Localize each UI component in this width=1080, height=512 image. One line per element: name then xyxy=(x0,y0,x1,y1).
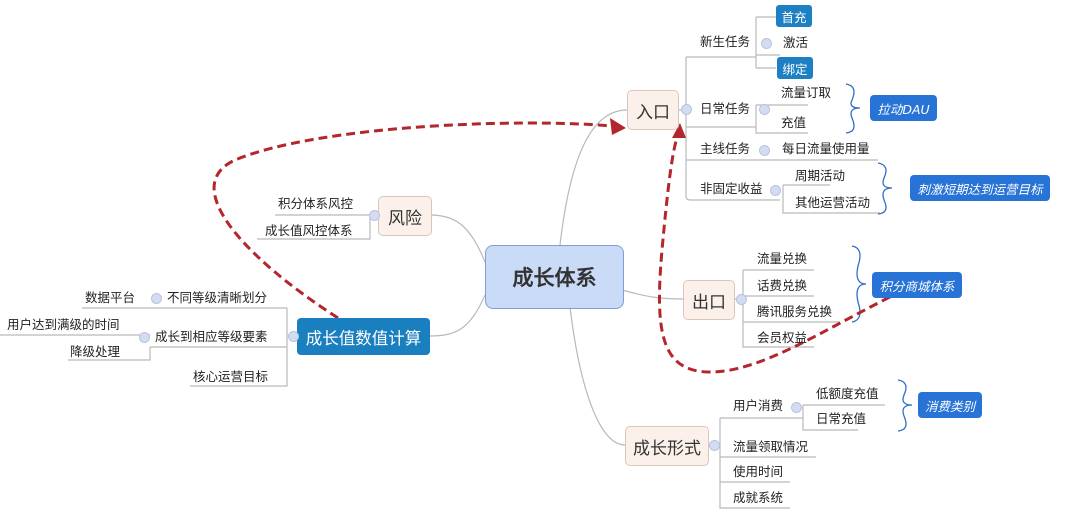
node-achievement[interactable]: 成就系统 xyxy=(733,490,784,505)
node-entry[interactable]: 入口 xyxy=(627,90,679,130)
node-first-charge[interactable]: 首充 xyxy=(776,5,812,27)
node-level-elements[interactable]: 成长到相应等级要素 xyxy=(155,329,268,344)
node-daily-traffic-usage[interactable]: 每日流量使用量 xyxy=(782,141,870,156)
node-other-activity[interactable]: 其他运营活动 xyxy=(795,195,871,210)
node-user-consumption[interactable]: 用户消费 xyxy=(733,398,784,413)
node-daily-task[interactable]: 日常任务 xyxy=(700,101,751,116)
collapse-icon[interactable] xyxy=(681,104,692,115)
node-points-risk[interactable]: 积分体系风控 xyxy=(278,196,354,211)
node-traffic-claim[interactable]: 流量领取情况 xyxy=(733,439,809,454)
arrowhead-icon xyxy=(610,118,626,135)
collapse-icon[interactable] xyxy=(759,104,770,115)
node-low-recharge[interactable]: 低额度充值 xyxy=(816,386,879,401)
node-activate[interactable]: 激活 xyxy=(783,35,809,50)
node-data-platform[interactable]: 数据平台 xyxy=(85,290,136,305)
collapse-icon[interactable] xyxy=(139,332,150,343)
collapse-icon[interactable] xyxy=(151,293,162,304)
collapse-icon[interactable] xyxy=(288,331,299,342)
node-periodic-activity[interactable]: 周期活动 xyxy=(795,168,846,183)
node-level-division[interactable]: 不同等级清晰划分 xyxy=(167,290,268,305)
node-exit[interactable]: 出口 xyxy=(683,280,735,320)
collapse-icon[interactable] xyxy=(369,210,380,221)
note-stimulate-goals[interactable]: 刺激短期达到运营目标 xyxy=(910,175,1050,201)
node-irregular-income[interactable]: 非固定收益 xyxy=(700,181,763,196)
node-max-level-time[interactable]: 用户达到满级的时间 xyxy=(7,317,120,332)
collapse-icon[interactable] xyxy=(759,145,770,156)
collapse-icon[interactable] xyxy=(761,38,772,49)
node-recharge[interactable]: 充值 xyxy=(781,115,807,130)
node-tencent-exchange[interactable]: 腾讯服务兑换 xyxy=(757,304,833,319)
node-growth-calc[interactable]: 成长值数值计算 xyxy=(297,318,430,355)
node-downgrade[interactable]: 降级处理 xyxy=(70,344,121,359)
note-points-mall[interactable]: 积分商城体系 xyxy=(872,272,962,298)
node-growth-form[interactable]: 成长形式 xyxy=(625,426,709,466)
root-node[interactable]: 成长体系 xyxy=(485,245,624,309)
node-usage-time[interactable]: 使用时间 xyxy=(733,464,784,479)
node-bind[interactable]: 绑定 xyxy=(777,57,813,79)
collapse-icon[interactable] xyxy=(709,440,720,451)
node-risk[interactable]: 风险 xyxy=(378,196,432,236)
node-bill-exchange[interactable]: 话费兑换 xyxy=(757,278,808,293)
node-traffic-subscribe[interactable]: 流量订取 xyxy=(781,85,832,100)
node-growth-risk[interactable]: 成长值风控体系 xyxy=(265,223,353,238)
collapse-icon[interactable] xyxy=(770,185,781,196)
node-main-task[interactable]: 主线任务 xyxy=(700,141,751,156)
node-core-goal[interactable]: 核心运营目标 xyxy=(193,369,269,384)
node-newbie-task[interactable]: 新生任务 xyxy=(700,34,751,49)
note-pull-dau[interactable]: 拉动DAU xyxy=(870,95,937,121)
collapse-icon[interactable] xyxy=(736,294,747,305)
arrowhead-icon xyxy=(672,123,686,138)
note-consumption-type[interactable]: 消费类别 xyxy=(918,392,982,418)
node-traffic-exchange[interactable]: 流量兑换 xyxy=(757,251,808,266)
collapse-icon[interactable] xyxy=(791,402,802,413)
node-member-rights[interactable]: 会员权益 xyxy=(757,330,808,345)
node-daily-recharge[interactable]: 日常充值 xyxy=(816,411,867,426)
